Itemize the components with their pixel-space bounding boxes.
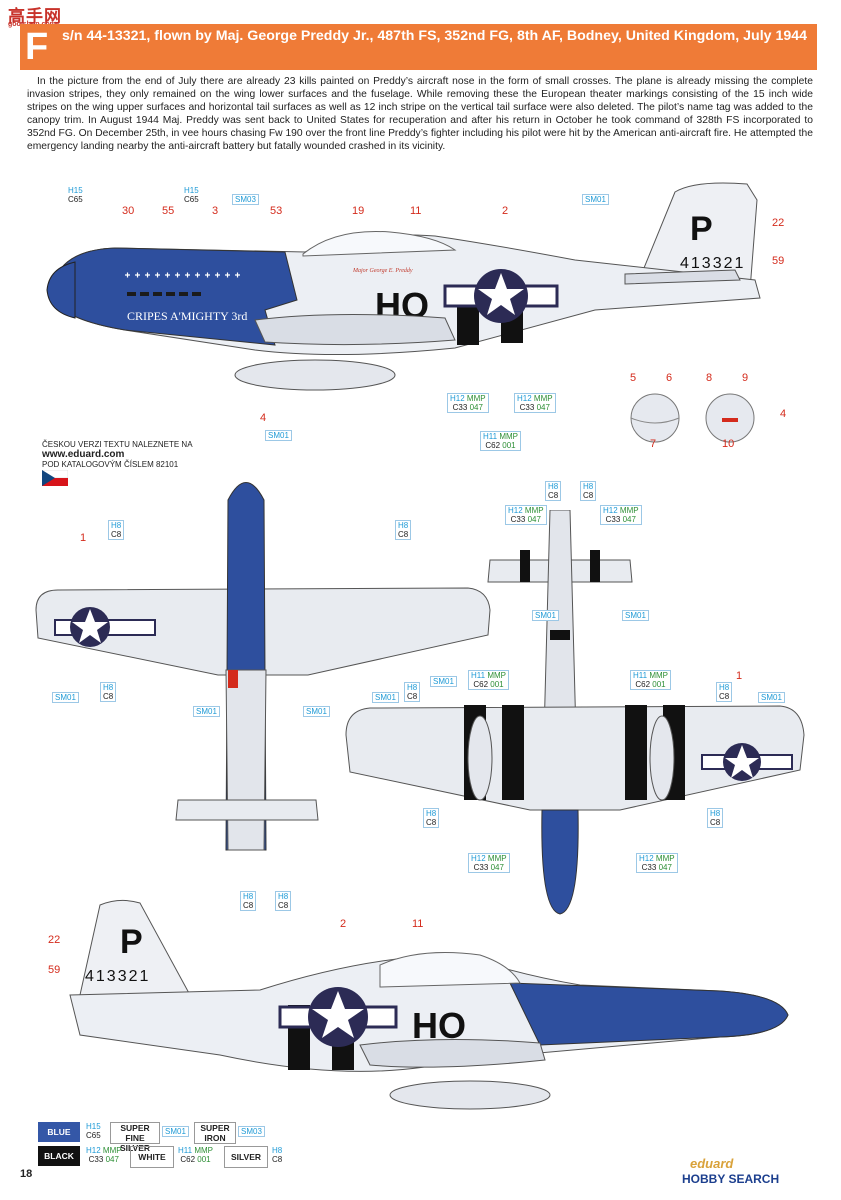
bottom-view <box>345 510 805 915</box>
eduard-logo: eduard <box>690 1156 734 1171</box>
legend-super-fine-silver: SUPER FINE SILVER <box>110 1122 160 1153</box>
callout-number: 4 <box>780 408 787 420</box>
profile-title: s/n 44-13321, flown by Maj. George Predd… <box>62 28 808 44</box>
callout-number: 59 <box>48 964 61 976</box>
right-side-profile: HO P 413321 <box>69 899 789 1110</box>
callout-number: 7 <box>650 438 657 450</box>
watermark-logo: 高手网 <box>8 7 62 27</box>
callout-number: 2 <box>502 205 509 217</box>
callout-number: 11 <box>410 205 422 217</box>
callout-number: 6 <box>666 372 673 384</box>
top-view <box>35 482 491 851</box>
left-side-profile: HO P 413321 CRIPES A'MIGHTY 3rd Major Ge… <box>46 182 761 391</box>
callout-number: 22 <box>772 217 785 229</box>
paint-label: SM01 <box>372 692 399 703</box>
spinner-details <box>630 393 755 443</box>
callout-number: 10 <box>722 438 735 450</box>
callout-number: 4 <box>260 412 267 424</box>
paint-label: SM03 <box>232 194 259 205</box>
tail-letter: P <box>120 923 143 961</box>
page-number: 18 <box>20 1168 33 1180</box>
legend-white: WHITE <box>130 1146 174 1168</box>
hobby-search-logo: HOBBY SEARCH <box>682 1172 780 1186</box>
tail-serial: 413321 <box>680 255 745 272</box>
callout-number: 22 <box>48 934 61 946</box>
callout-number: 5 <box>630 372 637 384</box>
callout-number: 11 <box>412 918 424 930</box>
callout-number: 59 <box>772 255 785 267</box>
profile-letter: F <box>25 26 49 68</box>
callout-number: 1 <box>80 532 87 544</box>
legend-black: BLACK <box>38 1146 80 1166</box>
paint-label: SM01 <box>430 676 457 687</box>
callout-number: 30 <box>122 205 135 217</box>
callout-number: 2 <box>340 918 347 930</box>
profile-header: F s/n 44-13321, flown by Maj. George Pre… <box>20 24 817 70</box>
paint-label: SM01 <box>582 194 609 205</box>
tail-serial: 413321 <box>85 968 150 985</box>
callout-number: 8 <box>706 372 713 384</box>
legend-silver: SILVER <box>224 1146 268 1168</box>
nose-name: CRIPES A'MIGHTY 3rd <box>127 309 247 323</box>
legend-super-iron: SUPER IRON <box>194 1122 236 1144</box>
paint-label: SM01 <box>52 692 79 703</box>
paint-label: SM01 <box>303 706 330 717</box>
callout-number: 1 <box>736 670 743 682</box>
tail-letter: P <box>690 210 713 248</box>
paint-label: SM01 <box>193 706 220 717</box>
czech-note: ČESKOU VERZI TEXTU NALEZNETE NA www.edua… <box>41 440 242 489</box>
legend-blue: BLUE <box>38 1122 80 1142</box>
callout-number: 53 <box>270 205 283 217</box>
history-text: In the picture from the end of July ther… <box>27 76 813 152</box>
callout-number: 3 <box>212 205 219 217</box>
paint-label: SM01 <box>532 610 559 621</box>
canopy-name-tag: Major George E. Preddy <box>352 268 413 274</box>
callout-number: 55 <box>162 205 175 217</box>
paint-label: SM01 <box>265 430 292 441</box>
paint-label: SM01 <box>758 692 785 703</box>
paint-label: SM01 <box>622 610 649 621</box>
callout-number: 19 <box>352 205 365 217</box>
callout-number: 9 <box>742 372 749 384</box>
